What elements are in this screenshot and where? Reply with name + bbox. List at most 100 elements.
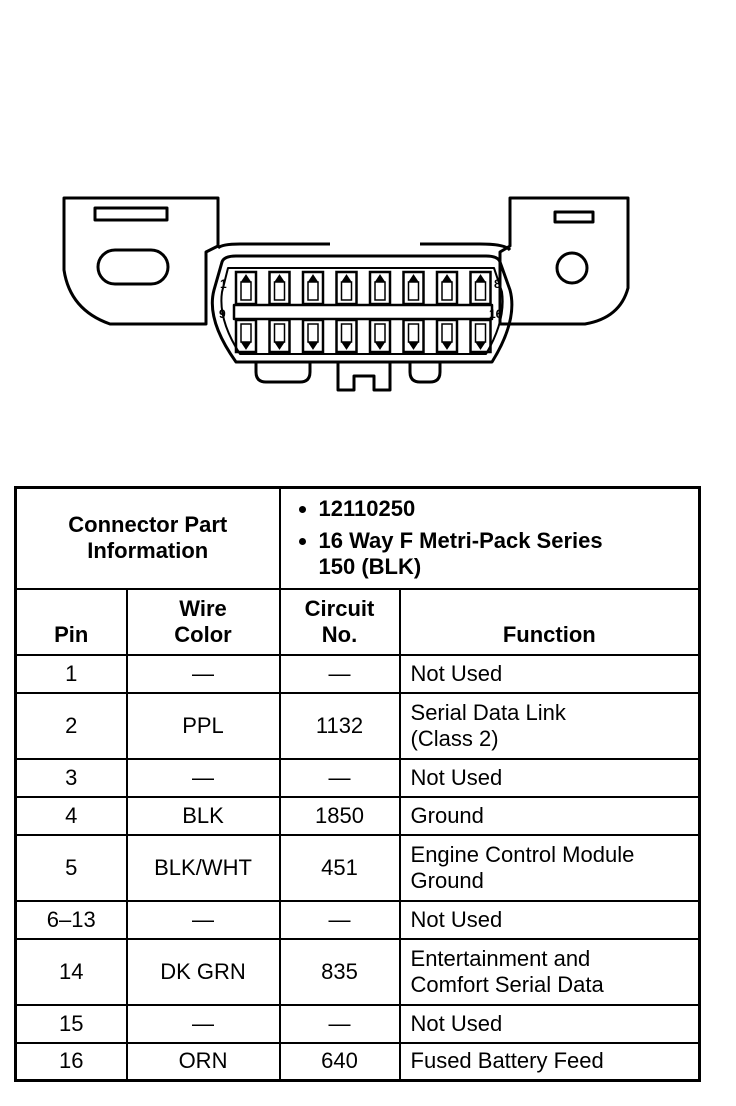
header-circuit-line2: No. [321, 621, 358, 647]
table-row: 3——Not Used [14, 757, 701, 798]
part-info-label-line2: Information [87, 538, 209, 564]
pin-cavity-10 [268, 318, 291, 354]
right-mounting-ear [498, 196, 630, 326]
table-row: 1——Not Used [14, 653, 701, 694]
pin-cell: 2 [14, 691, 128, 760]
circuit-cell: — [278, 899, 401, 940]
pin-label-16: 16 [489, 307, 503, 321]
circuit-cell: 835 [278, 937, 401, 1006]
part-info-label: Connector Part Information [14, 486, 281, 590]
pin-cavity-6 [402, 270, 425, 306]
pin-cell: 5 [14, 833, 128, 902]
part-description-line2: 150 (BLK) [318, 554, 422, 580]
wire-color-cell: PPL [125, 691, 281, 760]
header-circuit-line1: Circuit [304, 595, 375, 621]
wire-color-cell: — [125, 1003, 281, 1044]
function-line1: Entertainment and [410, 945, 591, 971]
function-cell: Fused Battery Feed [398, 1041, 701, 1082]
header-pin: Pin [14, 587, 128, 656]
part-info-details: 12110250 16 Way F Metri-Pack Series 150 … [278, 486, 701, 590]
center-divider-bar [232, 303, 494, 321]
pin-cavity-11 [301, 318, 325, 354]
circuit-cell: 451 [278, 833, 401, 902]
pin-cavity-8 [469, 270, 492, 306]
function-line1: Engine Control Module [410, 841, 635, 867]
part-info-row: Connector Part Information 12110250 16 W… [14, 486, 701, 590]
pin-cavity-13 [368, 318, 392, 354]
header-circuit-no: Circuit No. [278, 587, 401, 656]
pin-cell: 4 [14, 795, 128, 836]
pin-cavity-7 [435, 270, 459, 306]
part-info-label-line1: Connector Part [68, 512, 228, 538]
left-mounting-ear [62, 196, 220, 326]
circuit-cell: — [278, 757, 401, 798]
function-line1: Not Used [410, 1010, 503, 1036]
pin-cell: 14 [14, 937, 128, 1006]
connector-diagram: 1 8 9 16 [62, 196, 630, 392]
pin-cavity-1 [234, 270, 258, 306]
pin-cell: 15 [14, 1003, 128, 1044]
wire-color-cell: BLK [125, 795, 281, 836]
pin-label-9: 9 [219, 307, 226, 321]
header-wire-color: Wire Color [125, 587, 281, 656]
right-ear-tab [553, 210, 595, 224]
pin-cavity-16 [469, 318, 492, 354]
header-wire-line2: Color [174, 621, 232, 647]
pin-cell: 6–13 [14, 899, 128, 940]
bottom-key-right [408, 362, 442, 384]
function-cell: Not Used [398, 1003, 701, 1044]
pin-cavity-5 [368, 270, 392, 306]
circuit-cell: 1850 [278, 795, 401, 836]
part-description: 16 Way F Metri-Pack Series 150 (BLK) [319, 528, 689, 580]
wire-color-cell: DK GRN [125, 937, 281, 1006]
function-cell: Ground [398, 795, 701, 836]
function-cell: Not Used [398, 653, 701, 694]
pin-cavity-12 [335, 318, 358, 354]
pin-cavity-9 [234, 318, 258, 354]
function-cell: Serial Data Link(Class 2) [398, 691, 701, 760]
pin-label-8: 8 [494, 277, 501, 291]
pin-cell: 3 [14, 757, 128, 798]
top-pin-row [234, 270, 492, 306]
header-wire-line1: Wire [179, 595, 227, 621]
bottom-key-left [254, 362, 312, 384]
pin-cavity-15 [435, 318, 459, 354]
right-mounting-hole [555, 251, 589, 285]
function-line1: Not Used [410, 660, 503, 686]
function-line1: Not Used [410, 764, 503, 790]
function-line2: (Class 2) [410, 725, 499, 751]
bottom-pin-row [234, 318, 492, 354]
function-line1: Not Used [410, 906, 503, 932]
pinout-table: Connector Part Information 12110250 16 W… [14, 486, 702, 1082]
table-row: 15——Not Used [14, 1003, 701, 1044]
function-line1: Ground [410, 802, 484, 828]
circuit-cell: — [278, 653, 401, 694]
wire-color-cell: — [125, 653, 281, 694]
header-row: Pin Wire Color Circuit No. Function [14, 587, 701, 656]
pin-cell: 16 [14, 1041, 128, 1082]
pin-cavity-14 [402, 318, 425, 354]
pin-label-1: 1 [220, 277, 227, 291]
circuit-cell: 1132 [278, 691, 401, 760]
function-line2: Ground [410, 867, 484, 893]
function-line2: Comfort Serial Data [410, 971, 604, 997]
connector-housing [210, 254, 514, 364]
function-cell: Not Used [398, 899, 701, 940]
circuit-cell: — [278, 1003, 401, 1044]
bottom-key-center [336, 362, 392, 392]
pin-cavity-4 [335, 270, 358, 306]
wire-color-cell: BLK/WHT [125, 833, 281, 902]
table-row: 6–13——Not Used [14, 899, 701, 940]
part-number: 12110250 [319, 496, 689, 522]
wire-color-cell: ORN [125, 1041, 281, 1082]
wire-color-cell: — [125, 899, 281, 940]
left-mounting-slot [96, 248, 170, 286]
function-line1: Fused Battery Feed [410, 1048, 604, 1074]
